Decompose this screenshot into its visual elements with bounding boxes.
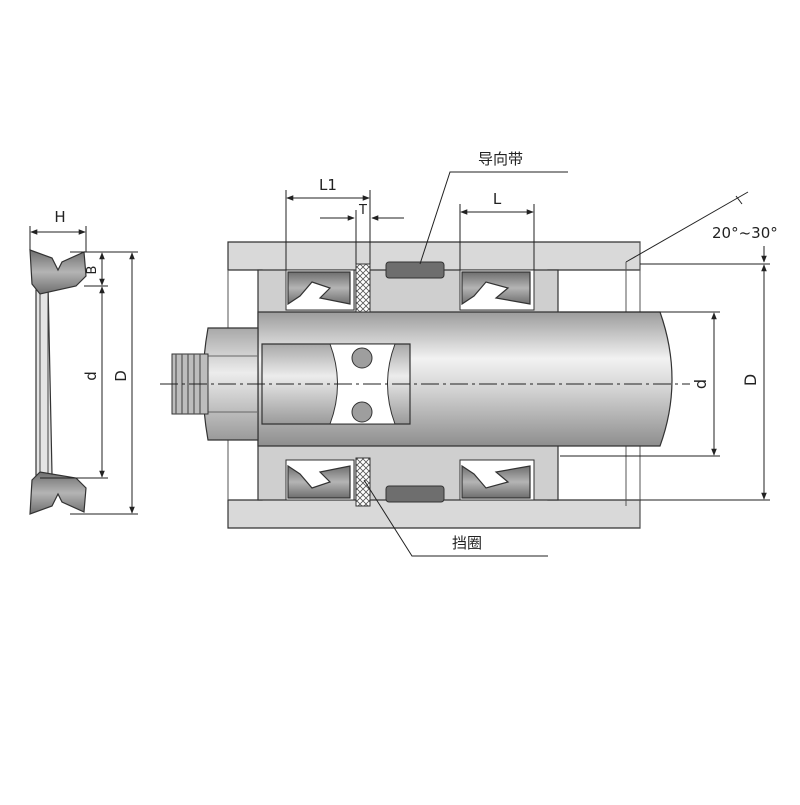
label-guide-strip: 导向带: [478, 150, 523, 168]
seal-profile-bottom: [29, 471, 87, 515]
dim-label-d-left: d: [82, 371, 100, 381]
u-seal-top-right: [461, 271, 531, 306]
o-ring-bottom: [351, 401, 373, 423]
dim-label-H: H: [54, 208, 65, 226]
dim-label-B: B: [85, 266, 100, 275]
guide-strip-top: [385, 261, 445, 279]
guide-strip-bottom: [385, 485, 445, 503]
u-seal-bottom-left: [287, 464, 351, 499]
o-ring-top: [351, 347, 373, 369]
dim-label-L1: L1: [319, 176, 337, 194]
cylinder-assembly: L1 T L 导向带 挡圈 20°~30° d D: [160, 150, 778, 557]
seal-cross-section: H B d D: [29, 208, 138, 515]
retaining-ring-bottom: [355, 457, 371, 507]
u-seal-bottom-right: [461, 464, 531, 499]
seal-ring-body: [35, 280, 53, 486]
dim-label-D-right: D: [741, 374, 760, 386]
u-seal-top-left: [287, 271, 351, 306]
dim-label-d-right: d: [691, 379, 710, 389]
label-chamfer-angle: 20°~30°: [712, 224, 778, 242]
piston-keyway: [329, 343, 396, 425]
retaining-ring-top: [355, 263, 371, 313]
dim-label-L: L: [493, 190, 502, 208]
dim-label-T: T: [358, 203, 367, 218]
dim-label-D-left: D: [112, 370, 130, 382]
label-retaining-ring: 挡圈: [452, 534, 482, 552]
seal-profile-top: [29, 249, 87, 295]
